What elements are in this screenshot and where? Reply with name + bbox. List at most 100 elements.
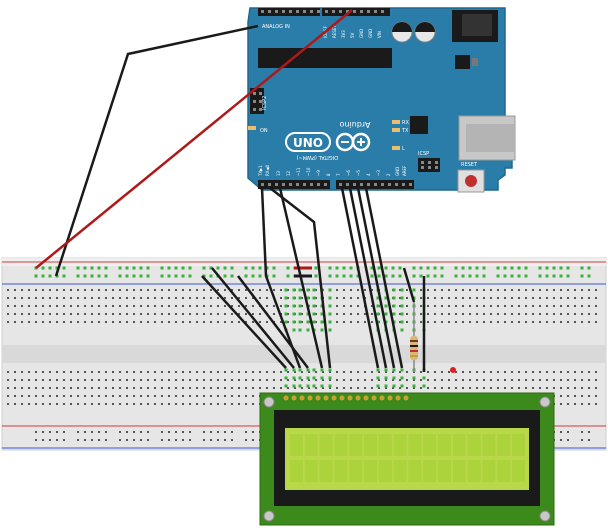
bb-hole bbox=[161, 371, 163, 373]
bb-hole bbox=[14, 313, 16, 315]
bb-hole bbox=[161, 431, 163, 433]
bb-hole bbox=[406, 305, 408, 307]
bb-hole bbox=[588, 321, 590, 323]
bb-hole bbox=[35, 313, 37, 315]
bb-hole bbox=[119, 297, 121, 299]
bb-hole bbox=[588, 395, 590, 397]
bb-hole bbox=[98, 313, 100, 315]
bb-hole bbox=[399, 289, 401, 291]
bb-hole bbox=[63, 289, 65, 291]
lcd-mount-hole-tl bbox=[263, 396, 275, 408]
bb-hole-connected bbox=[284, 304, 288, 308]
bb-hole-connected bbox=[90, 266, 94, 270]
bb-hole bbox=[574, 305, 576, 307]
bb-hole-connected bbox=[258, 274, 262, 278]
bb-hole-connected bbox=[503, 274, 507, 278]
bb-hole bbox=[7, 289, 9, 291]
bb-hole-connected bbox=[517, 274, 521, 278]
header-pin bbox=[395, 183, 398, 186]
bb-hole bbox=[14, 305, 16, 307]
bb-hole bbox=[560, 431, 562, 433]
bb-hole bbox=[560, 395, 562, 397]
reset-button-cap[interactable] bbox=[465, 175, 477, 187]
bb-hole bbox=[210, 403, 212, 405]
digital-pin-label: 13 bbox=[276, 170, 281, 176]
bb-hole bbox=[462, 297, 464, 299]
bb-hole-connected bbox=[55, 266, 59, 270]
bb-hole bbox=[224, 297, 226, 299]
bb-hole bbox=[273, 305, 275, 307]
bb-hole-connected bbox=[298, 304, 302, 308]
bb-hole bbox=[168, 313, 170, 315]
bb-hole bbox=[511, 379, 513, 381]
bb-hole bbox=[112, 313, 114, 315]
bb-hole bbox=[273, 371, 275, 373]
bb-hole bbox=[98, 387, 100, 389]
bb-hole-connected bbox=[90, 274, 94, 278]
power-pin-label: GND bbox=[359, 29, 364, 38]
bb-hole bbox=[399, 297, 401, 299]
bb-hole bbox=[483, 289, 485, 291]
bb-hole bbox=[469, 387, 471, 389]
bb-hole-connected bbox=[538, 266, 542, 270]
bb-hole bbox=[462, 313, 464, 315]
bb-hole bbox=[210, 297, 212, 299]
bb-hole bbox=[532, 297, 534, 299]
bb-hole bbox=[511, 371, 513, 373]
bb-hole bbox=[189, 387, 191, 389]
bb-hole-connected bbox=[181, 274, 185, 278]
header-pin bbox=[325, 10, 328, 13]
bb-hole bbox=[105, 321, 107, 323]
lcd-cell bbox=[482, 460, 496, 482]
bb-hole-connected bbox=[202, 266, 206, 270]
bb-hole bbox=[336, 387, 338, 389]
bb-hole bbox=[287, 305, 289, 307]
bb-hole bbox=[140, 289, 142, 291]
bb-hole bbox=[259, 371, 261, 373]
bb-hole-connected bbox=[139, 274, 143, 278]
bb-hole bbox=[588, 439, 590, 441]
bb-hole-connected bbox=[392, 376, 396, 380]
bb-hole bbox=[28, 395, 30, 397]
bb-hole bbox=[182, 387, 184, 389]
bb-hole-connected bbox=[384, 384, 388, 388]
bb-hole-connected bbox=[312, 384, 316, 388]
bb-hole bbox=[280, 305, 282, 307]
bb-hole bbox=[210, 313, 212, 315]
bb-hole bbox=[77, 403, 79, 405]
bb-hole bbox=[147, 321, 149, 323]
bb-hole bbox=[21, 387, 23, 389]
bb-hole bbox=[413, 379, 415, 381]
bb-hole bbox=[35, 431, 37, 433]
bb-hole bbox=[546, 313, 548, 315]
bb-hole bbox=[476, 313, 478, 315]
bb-hole-connected bbox=[422, 384, 426, 388]
bb-hole-connected bbox=[118, 274, 122, 278]
bb-hole bbox=[287, 313, 289, 315]
bb-hole bbox=[133, 371, 135, 373]
bb-hole bbox=[119, 403, 121, 405]
bb-hole bbox=[133, 305, 135, 307]
bb-hole bbox=[483, 321, 485, 323]
bb-hole bbox=[392, 387, 394, 389]
bb-hole bbox=[126, 305, 128, 307]
bb-hole-connected bbox=[284, 288, 288, 292]
bb-hole bbox=[203, 371, 205, 373]
bb-hole bbox=[203, 395, 205, 397]
bb-hole bbox=[455, 297, 457, 299]
bb-hole bbox=[371, 371, 373, 373]
bb-hole bbox=[154, 403, 156, 405]
bb-hole bbox=[448, 371, 450, 373]
bb-hole bbox=[245, 379, 247, 381]
wire-d-b bbox=[269, 187, 332, 369]
bb-hole bbox=[357, 379, 359, 381]
bb-hole bbox=[497, 321, 499, 323]
resistor-band-4 bbox=[410, 355, 418, 357]
bb-hole bbox=[427, 379, 429, 381]
bb-hole bbox=[560, 321, 562, 323]
bb-hole bbox=[126, 395, 128, 397]
bb-hole-connected bbox=[482, 266, 486, 270]
bb-hole bbox=[91, 313, 93, 315]
bb-hole bbox=[140, 313, 142, 315]
